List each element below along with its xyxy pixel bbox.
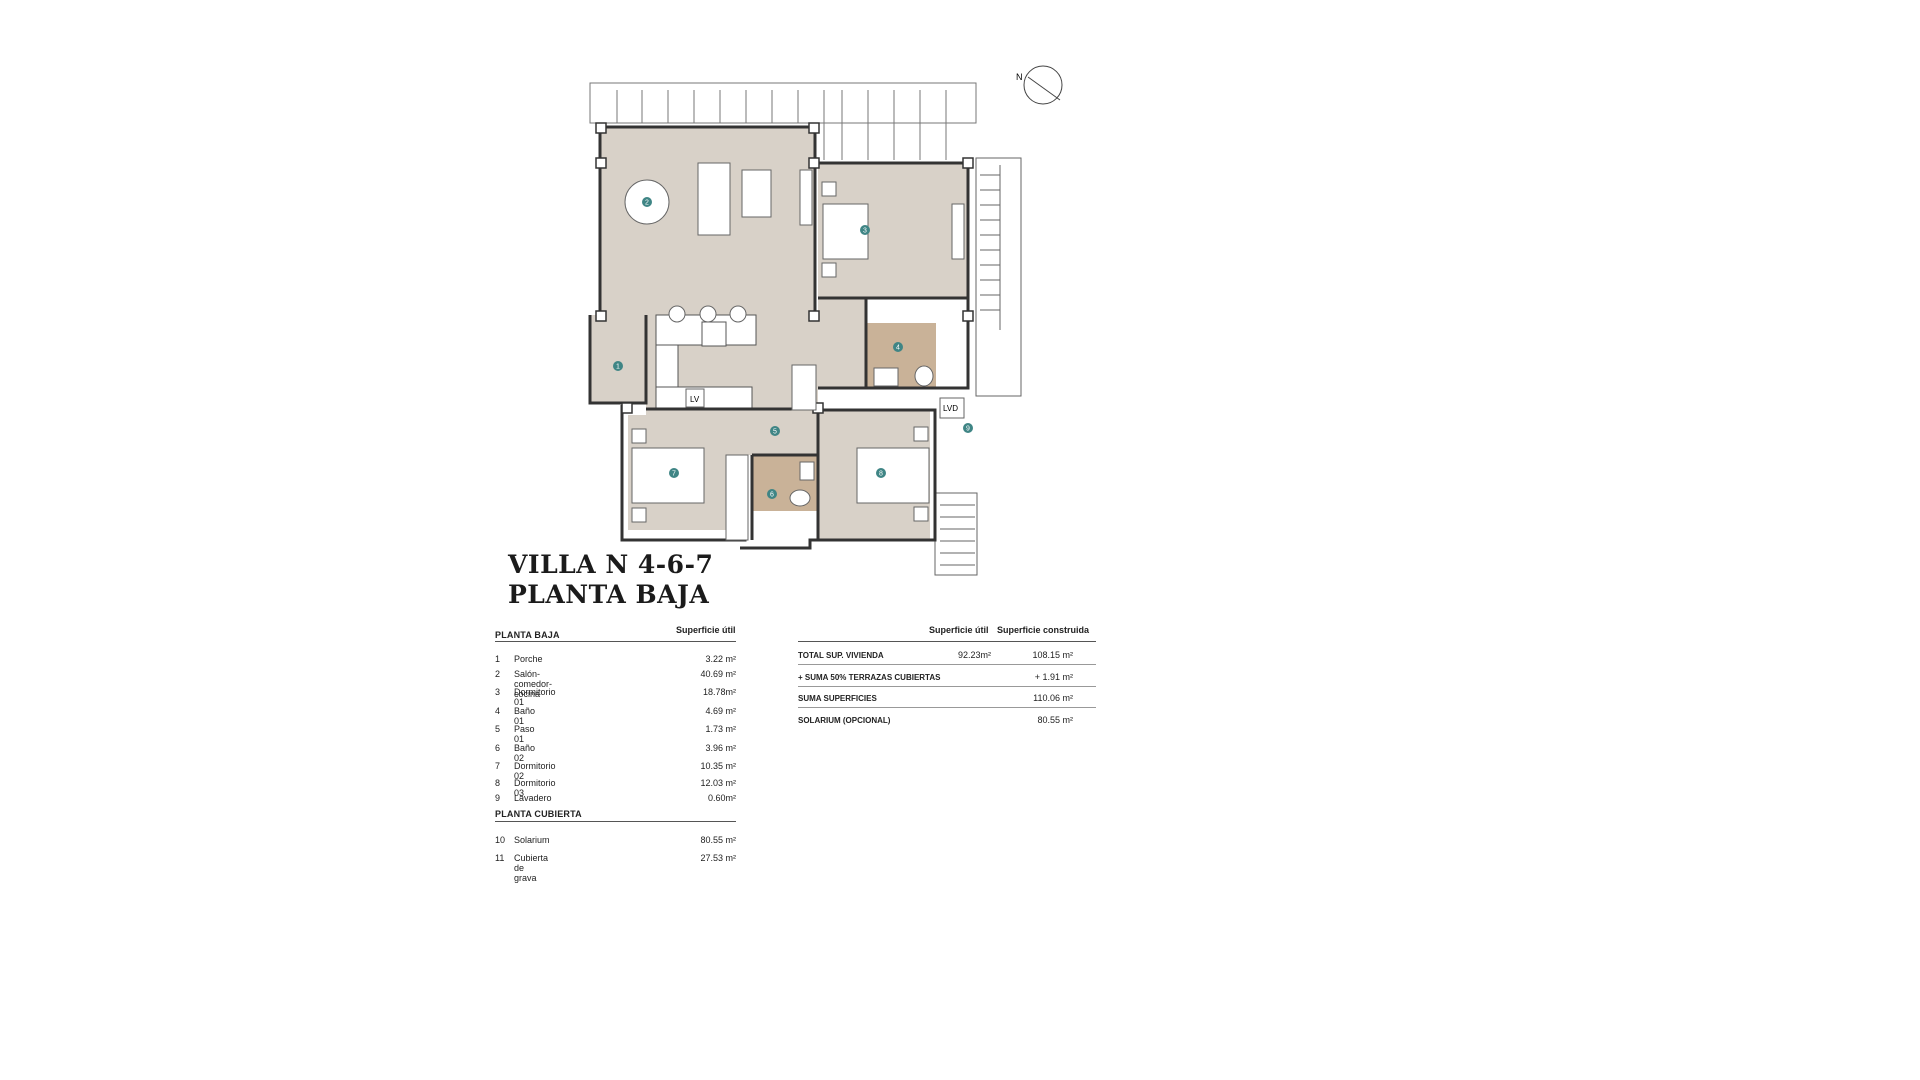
floor-plan: N LV LVD 1 2 3 4 5 6 7 8 9: [588, 65, 1063, 576]
room-number: 7: [495, 761, 501, 771]
room-area: 18.78m²: [702, 687, 736, 697]
room-marker: 1: [616, 364, 620, 371]
summary-label: SUMA SUPERFICIES: [798, 694, 877, 703]
room-marker: 7: [672, 471, 676, 478]
summary-construida: 110.06 m²: [1033, 693, 1073, 703]
room-area: 4.69 m²: [705, 706, 736, 716]
section-planta-baja: PLANTA BAJA: [495, 630, 560, 640]
room-marker: 4: [896, 345, 900, 352]
divider: [798, 707, 1096, 708]
room-number: 4: [495, 706, 501, 716]
room-number: 5: [495, 724, 501, 734]
walls: [588, 125, 970, 550]
room-number: 2: [495, 669, 501, 679]
room-area: 12.03 m²: [700, 778, 736, 788]
roof-number: 10: [495, 835, 506, 845]
divider: [798, 686, 1096, 687]
room-name: Dormitorio 02: [514, 761, 556, 781]
room-marker: 2: [645, 200, 649, 207]
room-area: 1.73 m²: [705, 724, 736, 734]
summary-construida: + 1.91 m²: [1034, 672, 1073, 682]
compass-label: N: [1016, 72, 1023, 82]
room-number: 8: [495, 778, 501, 788]
room-area: 0.60m²: [707, 793, 736, 803]
laundry-label: LV: [690, 395, 700, 404]
room-marker: 9: [966, 426, 970, 433]
room-name: Salón-comedor-cocina: [514, 669, 553, 699]
divider: [798, 664, 1096, 665]
divider: [495, 641, 736, 642]
col-header-superficie: Superficie útil: [676, 625, 736, 635]
lvd-label: LVD: [943, 404, 958, 413]
villa-title: VILLA N 4-6-7: [508, 550, 714, 579]
col-header-construida: Superficie construida: [997, 625, 1090, 635]
room-area: 3.96 m²: [705, 743, 736, 753]
roof-area: 80.55 m²: [700, 835, 736, 845]
summary-construida: 108.15 m²: [1032, 650, 1073, 660]
summary-label: + SUMA 50% TERRAZAS CUBIERTAS: [798, 673, 941, 682]
room-number: 1: [495, 654, 501, 664]
room-marker: 5: [773, 429, 777, 436]
room-name: Paso 01: [514, 724, 535, 744]
roof-area: 27.53 m²: [700, 853, 736, 863]
room-name: Dormitorio 01: [514, 687, 556, 707]
divider: [495, 821, 736, 822]
compass-icon: N: [1016, 65, 1063, 105]
room-area: 10.35 m²: [700, 761, 736, 771]
summary-util: 92.23m²: [958, 650, 992, 660]
floor-title: PLANTA BAJA: [508, 580, 710, 609]
divider: [798, 641, 1096, 642]
columns: [595, 122, 974, 414]
room-area: 40.69 m²: [700, 669, 736, 679]
summary-label: SOLARIUM (OPCIONAL): [798, 716, 891, 725]
room-name: Porche: [514, 654, 543, 664]
pergola: [589, 82, 977, 160]
room-number: 9: [495, 793, 501, 803]
roof-name: Cubierta de grava: [514, 853, 549, 883]
room-markers: 1 2 3 4 5 6 7 8 9: [613, 197, 973, 499]
room-marker: 3: [863, 228, 867, 235]
room-name: Baño 02: [514, 743, 536, 763]
room-marker: 6: [770, 492, 774, 499]
furniture: [624, 162, 965, 541]
room-number: 6: [495, 743, 501, 753]
room-number: 3: [495, 687, 501, 697]
summary-construida: 80.55 m²: [1037, 715, 1073, 725]
room-name: Dormitorio 03: [514, 778, 556, 798]
roof-name: Solarium: [514, 835, 550, 845]
room-area: 3.22 m²: [705, 654, 736, 664]
section-planta-cubierta: PLANTA CUBIERTA: [495, 809, 582, 819]
room-name: Baño 01: [514, 706, 536, 726]
roof-number: 11: [495, 853, 505, 863]
room-marker: 8: [879, 471, 883, 478]
room-name: Lavadero: [514, 793, 552, 803]
summary-label: TOTAL SUP. VIVIENDA: [798, 651, 884, 660]
col-header-util: Superficie útil: [929, 625, 989, 635]
